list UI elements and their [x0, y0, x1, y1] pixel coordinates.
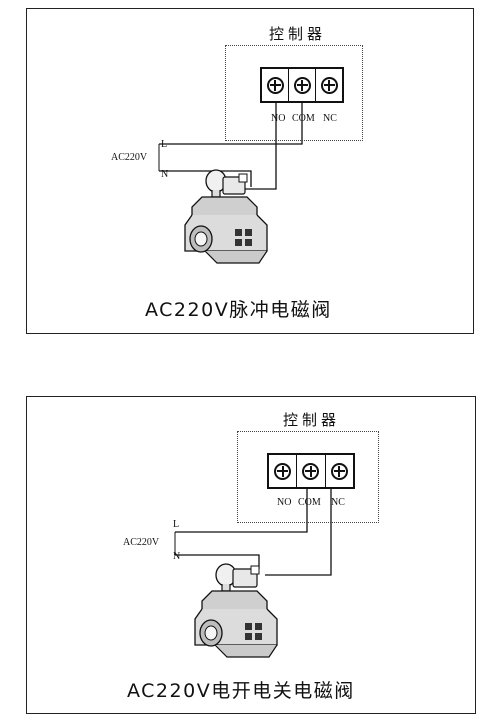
wiring-diagram [158, 89, 303, 264]
terminal-com [297, 455, 326, 487]
screw-icon [302, 462, 320, 480]
terminal-com [289, 69, 316, 101]
controller-title: 控制器 [269, 25, 327, 43]
nc-wire [265, 487, 332, 576]
neutral-wire [175, 554, 260, 569]
controller-box [225, 45, 363, 141]
line-wire [175, 487, 308, 533]
terminal-no [262, 69, 289, 101]
screw-icon [293, 76, 311, 94]
terminal-no [269, 455, 298, 487]
screw-icon [330, 462, 348, 480]
terminal-label-nc: NC [323, 113, 337, 124]
diagram-caption: AC220V电开电关电磁阀 [127, 680, 355, 702]
screw-icon [274, 462, 292, 480]
screw-icon [320, 76, 338, 94]
terminal-label-com: COM [292, 113, 315, 124]
diagram-panel-pulse-valve: 控制器 NO COM NC L AC220V N AC220V脉冲电磁阀 [26, 8, 474, 334]
power-label: AC220V [111, 152, 148, 163]
screw-icon [266, 76, 284, 94]
neutral-label: N [173, 551, 181, 562]
power-label: AC220V [123, 537, 160, 548]
wiring-diagram [174, 487, 332, 658]
controller-box [237, 431, 379, 523]
terminal-label-no: NO [271, 113, 286, 124]
line-label: L [161, 139, 168, 150]
solenoid-valve-image [194, 563, 278, 658]
solenoid-valve-image [184, 169, 268, 264]
terminal-label-com: COM [298, 497, 321, 508]
diagram-panel-on-off-valve: 控制器 NO COM NC L AC220V N AC220V电开电关电磁阀 [26, 396, 476, 714]
terminal-nc [316, 69, 342, 101]
terminal-label-nc: NC [331, 497, 345, 508]
line-wire [159, 89, 303, 145]
diagram-caption: AC220V脉冲电磁阀 [145, 299, 332, 321]
no-wire [245, 89, 277, 190]
neutral-wire [159, 170, 252, 187]
terminal-nc [326, 455, 353, 487]
terminal-block [267, 453, 355, 489]
line-label: L [173, 519, 180, 530]
controller-title: 控制器 [283, 411, 341, 429]
neutral-label: N [161, 169, 169, 180]
terminal-block [260, 67, 344, 103]
terminal-label-no: NO [277, 497, 292, 508]
